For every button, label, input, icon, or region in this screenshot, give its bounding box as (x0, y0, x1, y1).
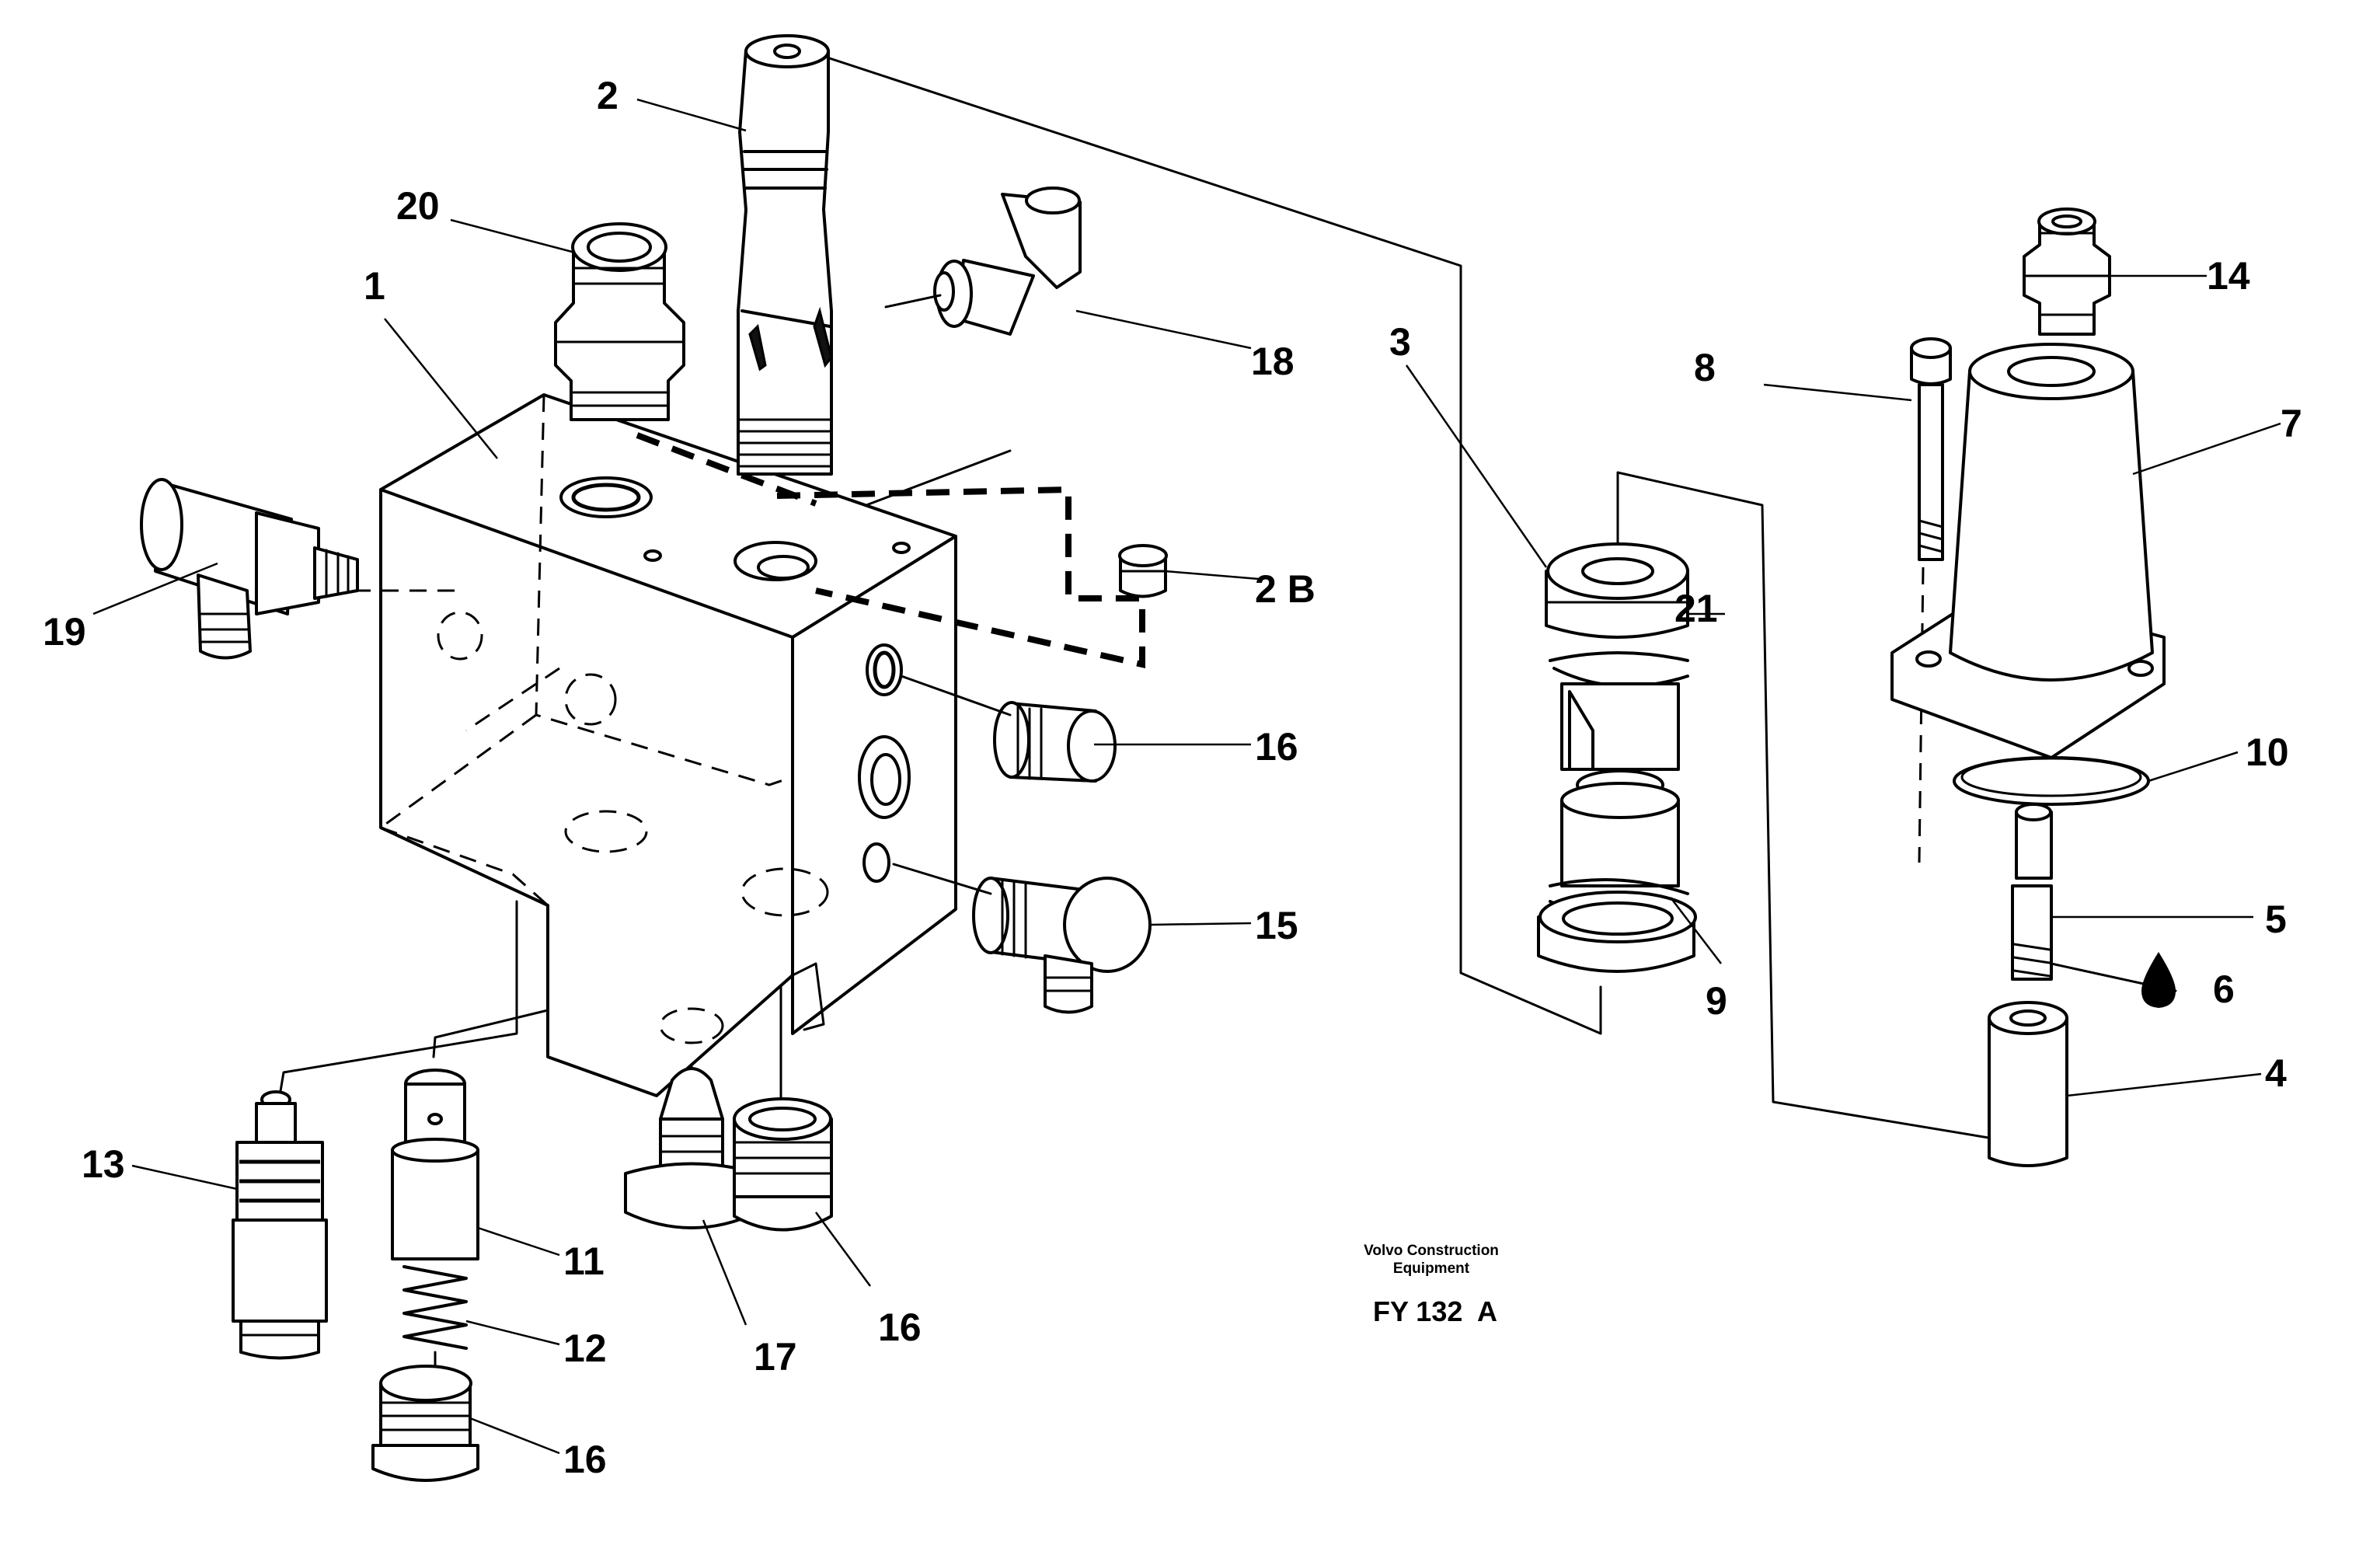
callout-8: 8 (1694, 346, 1716, 389)
caption-maker-line2: Equipment (1393, 1260, 1470, 1277)
part-10-o-ring (1953, 756, 2150, 806)
callout-5: 5 (2265, 898, 2287, 941)
callout-3: 3 (1389, 320, 1411, 364)
part-16-plug-center (733, 1097, 833, 1232)
part-16-plug-bottom (371, 1365, 479, 1482)
part-18-elbow (884, 187, 1082, 336)
pilot-line-2b (636, 432, 1145, 669)
callouts: 2 20 1 19 18 2 B 16 15 3 21 9 8 14 7 10 … (43, 74, 2302, 1481)
part-11-spool (391, 1069, 479, 1260)
callout-2: 2 (597, 74, 619, 117)
callout-17: 17 (754, 1335, 797, 1379)
leader-lines (92, 98, 2281, 1455)
callout-7: 7 (2281, 402, 2302, 445)
callout-21: 21 (1674, 587, 1718, 630)
callout-6: 6 (2213, 968, 2235, 1011)
callout-16-side: 16 (1255, 725, 1298, 769)
callout-11: 11 (563, 1239, 605, 1283)
callout-10: 10 (2246, 730, 2289, 774)
part-6-drop (2050, 952, 2177, 1008)
figure-caption: Volvo Construction Equipment FY 132 A (1364, 1243, 1499, 1327)
part-7-housing (1890, 343, 2166, 759)
part-8-bolt (1910, 337, 1952, 863)
part-20-adapter (554, 222, 685, 421)
callout-9: 9 (1706, 979, 1727, 1023)
part-12-spring (402, 1265, 468, 1377)
part-16-side-plug (900, 675, 1117, 783)
part-15-elbow (892, 863, 1152, 1014)
part-2b-plug (1118, 544, 1168, 598)
callout-1: 1 (364, 264, 385, 308)
part-3-cartridge (1537, 542, 1697, 973)
callout-15: 15 (1255, 904, 1298, 947)
caption-figure-id: FY 132 A (1373, 1295, 1497, 1327)
callout-20: 20 (396, 184, 440, 228)
callout-2b: 2 B (1255, 567, 1315, 611)
valve-block (354, 393, 957, 1097)
callout-14: 14 (2207, 254, 2250, 298)
callout-13: 13 (82, 1142, 125, 1186)
part-4-sleeve (1988, 1001, 2068, 1167)
callout-4: 4 (2265, 1051, 2287, 1095)
part-17-plug (624, 1067, 759, 1229)
part-13-check-valve (232, 1090, 328, 1360)
part-2-cartridge (737, 34, 833, 476)
callout-16-bottom: 16 (563, 1438, 607, 1481)
part-19-tee-fitting (140, 478, 359, 660)
callout-18: 18 (1251, 340, 1295, 383)
part-5-piston (2011, 803, 2053, 981)
callout-16-center: 16 (878, 1306, 922, 1349)
callout-12: 12 (563, 1327, 607, 1370)
caption-maker-line1: Volvo Construction (1364, 1243, 1499, 1259)
callout-19: 19 (43, 610, 86, 654)
part-14-plug (2023, 207, 2111, 336)
